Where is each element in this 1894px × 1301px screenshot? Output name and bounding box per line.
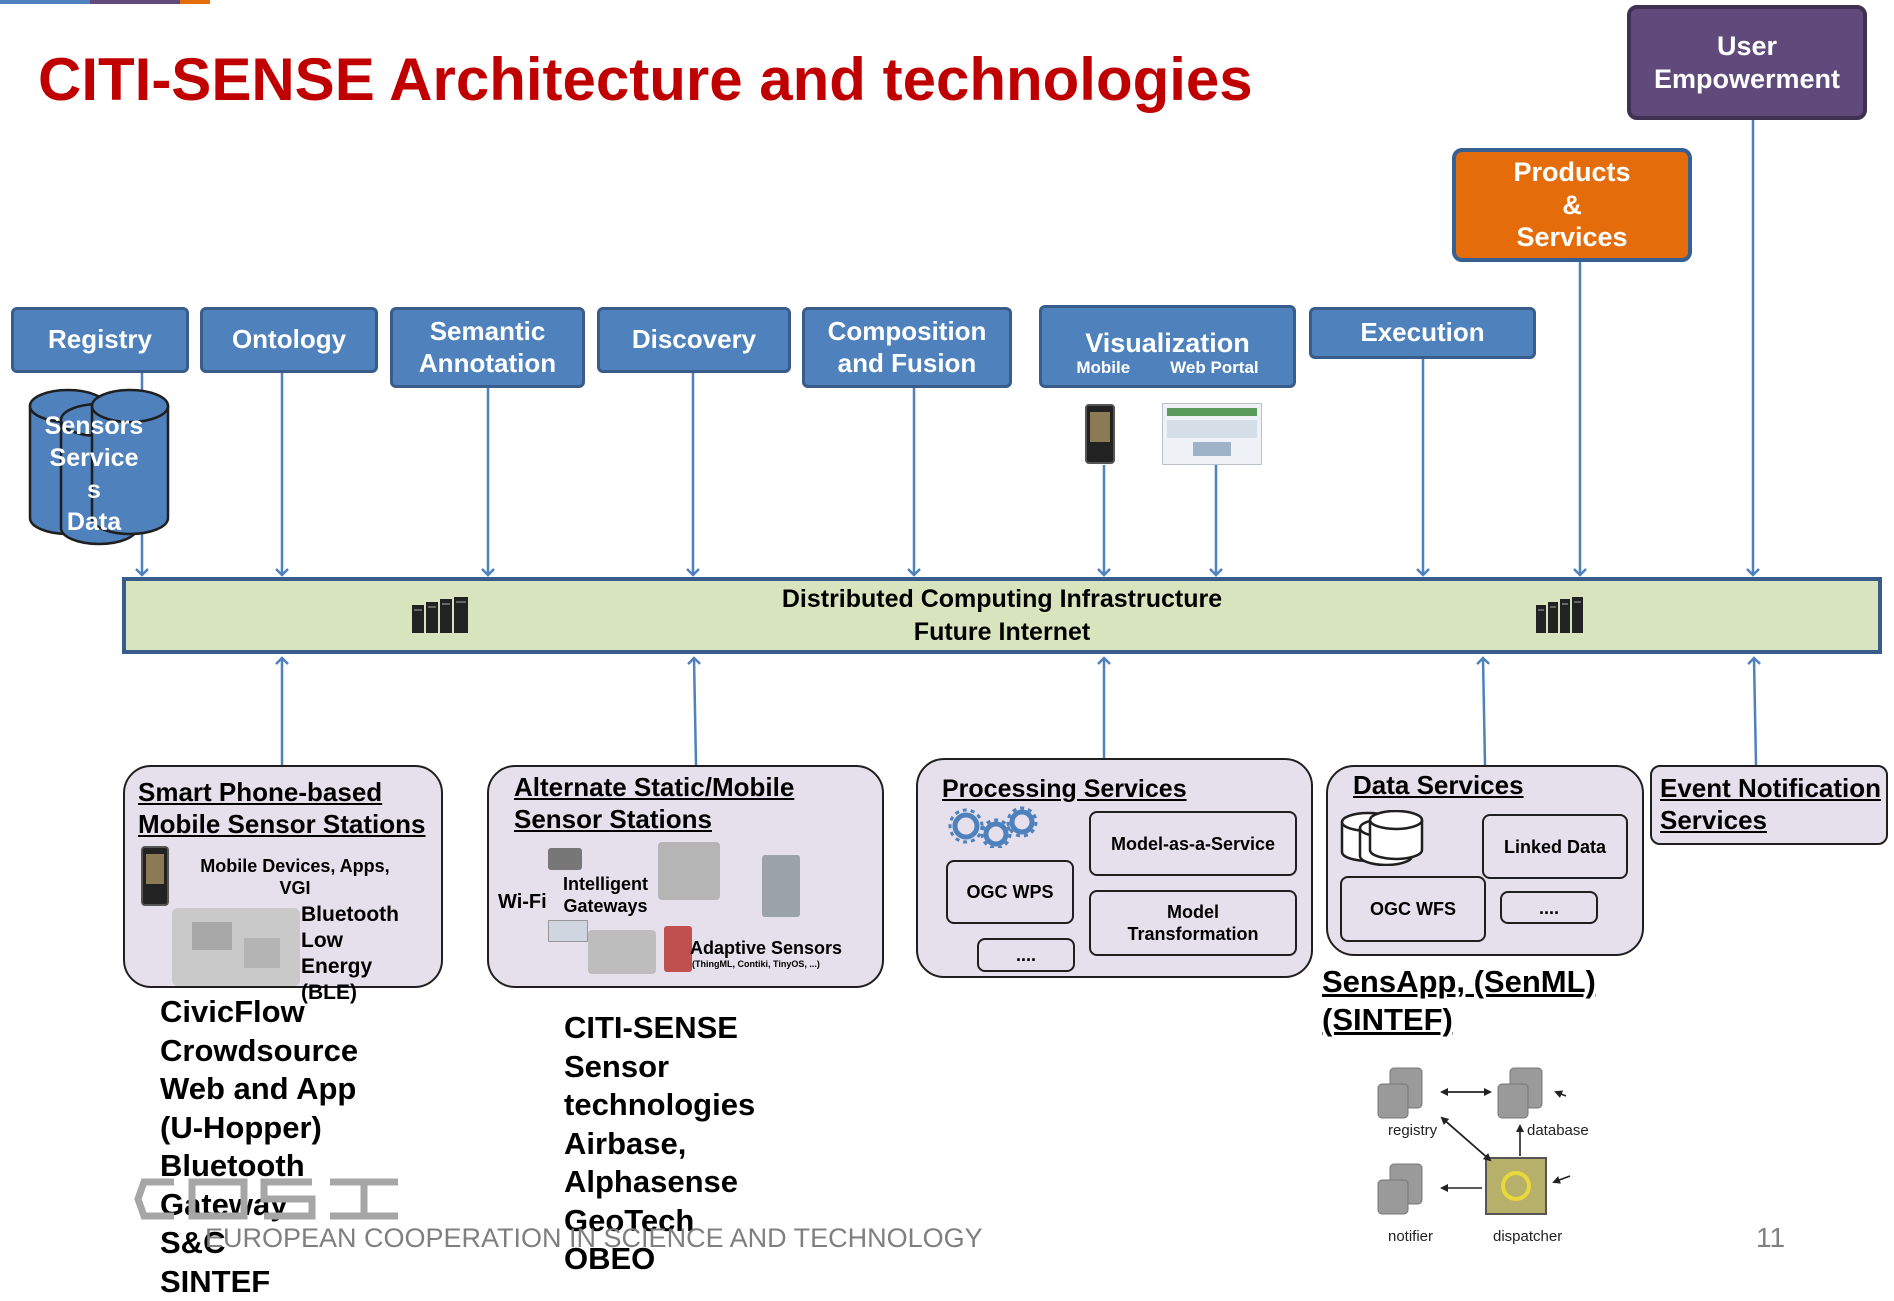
- footer-text: EUROPEAN COOPERATION IN SCIENCE AND TECH…: [205, 1223, 983, 1253]
- sensors-cylinder-label: Sensors Service s Data: [44, 412, 144, 536]
- user-empowerment-box: User Empowerment: [1627, 5, 1867, 120]
- sensapp-dispatcher-label: dispatcher: [1493, 1228, 1563, 1245]
- adaptive-sensors-sub: (ThingML, Contiki, TinyOS, ...): [692, 959, 820, 969]
- server-rack-icon-right: [1536, 597, 1583, 633]
- mobile-phone-icon: [1085, 404, 1115, 464]
- top-strip-orange: [180, 0, 210, 4]
- smartphone-panel-title: Smart Phone-based Mobile Sensor Stations: [138, 777, 426, 839]
- semantic-annotation-box: Semantic Annotation: [390, 307, 585, 388]
- discovery-box: Discovery: [597, 307, 791, 373]
- database-cylinder-icon: [28, 388, 170, 546]
- sensapp-database-label: database: [1527, 1122, 1589, 1139]
- visualization-box: Visualization Mobile Web Portal: [1039, 305, 1296, 388]
- ble-label: Bluetooth Low Energy (BLE): [301, 903, 399, 1004]
- sensapp-architecture-diagram: [1377, 1067, 1571, 1215]
- products-services-box: Products & Services: [1452, 148, 1692, 262]
- civicflow-text: CivicFlow Crowdsource Web and App (U-Hop…: [160, 994, 359, 1299]
- page-title: CITI-SENSE Architecture and technologies: [38, 46, 1253, 113]
- execution-box: Execution: [1309, 307, 1536, 359]
- composition-fusion-box: Composition and Fusion: [802, 307, 1012, 388]
- sensapp-text: SensApp, (SenML) (SINTEF): [1322, 964, 1596, 1037]
- event-panel-title: Event Notification Services: [1660, 773, 1882, 835]
- citisense-text: CITI-SENSE Sensor technologies Airbase, …: [564, 1010, 756, 1276]
- intelligent-gateways-label: Intelligent Gateways: [563, 874, 648, 916]
- top-strip-purple: [90, 0, 180, 4]
- sensapp-registry-label: registry: [1388, 1122, 1438, 1139]
- ogc-wps-box: OGC WPS: [946, 860, 1074, 924]
- sensapp-notifier-label: notifier: [1388, 1228, 1434, 1245]
- registry-box: Registry: [11, 307, 189, 373]
- data-panel-title: Data Services: [1353, 770, 1524, 800]
- gateway-device-icon: [658, 842, 720, 900]
- adaptive-sensors-label: Adaptive Sensors: [690, 938, 843, 958]
- distributed-computing-infrastructure: Distributed Computing Infrastructure Fut…: [122, 577, 1882, 654]
- visualization-mobile-label: Mobile: [1076, 358, 1131, 377]
- dispatcher-box-icon: [1485, 1157, 1547, 1215]
- web-portal-screenshot-icon: [1162, 403, 1262, 465]
- ontology-box: Ontology: [200, 307, 378, 373]
- wifi-label: Wi-Fi: [498, 891, 547, 913]
- adaptive-sensor-icon: [664, 926, 692, 972]
- router-icon: [548, 848, 582, 870]
- visualization-sub: Mobile Web Portal: [1076, 358, 1258, 378]
- page-number: 11: [1756, 1222, 1786, 1253]
- model-transformation-box: Model Transformation: [1089, 890, 1297, 956]
- cost-logo-icon: [134, 1178, 398, 1220]
- visualization-web-portal-label: Web Portal: [1170, 358, 1259, 377]
- ble-device-photo: [172, 908, 300, 986]
- mobile-devices-label: Mobile Devices, Apps, VGI: [200, 856, 390, 898]
- processing-panel-title: Processing Services: [942, 775, 1187, 803]
- top-strip-blue: [0, 0, 90, 4]
- data-dots-box: ....: [1500, 891, 1598, 924]
- visualization-label: Visualization: [1085, 328, 1250, 358]
- phone-device-icon: [141, 846, 169, 906]
- gears-icon: [948, 806, 1038, 848]
- event-notification-panel: [1650, 765, 1888, 845]
- processing-dots-box: ....: [977, 938, 1075, 972]
- data-store-icon: [1340, 810, 1424, 866]
- infrastructure-line2: Future Internet: [913, 617, 1091, 646]
- infrastructure-line1: Distributed Computing Infrastructure: [781, 585, 1223, 613]
- server-rack-icon-left: [412, 597, 468, 633]
- board-photo-icon: [588, 930, 656, 974]
- wifi-module-icon: [548, 920, 588, 942]
- sensor-box-icon: [762, 855, 800, 917]
- ogc-wfs-box: OGC WFS: [1340, 876, 1486, 942]
- alternate-panel-title: Alternate Static/Mobile Sensor Stations: [514, 772, 795, 834]
- model-as-a-service-box: Model-as-a-Service: [1089, 811, 1297, 876]
- linked-data-box: Linked Data: [1482, 814, 1628, 879]
